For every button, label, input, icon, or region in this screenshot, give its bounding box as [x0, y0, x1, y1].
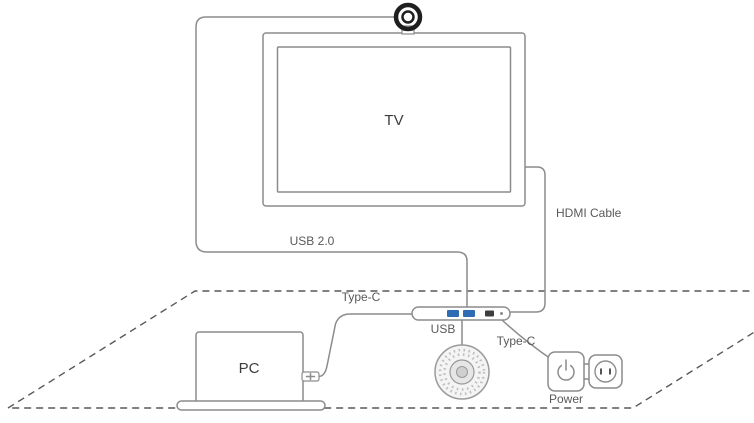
camera-icon — [393, 2, 423, 35]
type-c-cable-pc — [318, 313, 414, 378]
laptop-base — [176, 400, 326, 411]
speakerphone-grille-inner — [443, 353, 481, 391]
socket-body — [588, 354, 623, 389]
tv-screen — [276, 46, 512, 193]
usb-port-2 — [463, 310, 475, 317]
hub-led-dot — [500, 312, 503, 315]
hub-body — [411, 306, 511, 321]
usb-plug-mark — [305, 372, 316, 381]
laptop-icon: PC — [176, 331, 326, 411]
hdmi-label: HDMI Cable — [556, 206, 622, 220]
speakerphone-center — [456, 366, 468, 378]
usb-plug-icon — [301, 371, 320, 382]
usb2-cable — [195, 16, 468, 308]
power-label: Power — [549, 392, 583, 406]
type-c-power-label: Type-C — [497, 334, 536, 348]
usb-hub-icon — [411, 306, 511, 321]
tv-icon: TV — [262, 32, 526, 207]
usb-label: USB — [431, 322, 456, 336]
type-c-cable-power — [501, 319, 552, 360]
tv-label: TV — [384, 112, 403, 129]
power-adapter-icon — [547, 351, 585, 392]
type-c-pc-label: Type-C — [342, 290, 381, 304]
power-symbol-arc — [557, 364, 575, 381]
plug-prongs — [583, 363, 590, 380]
camera-lens-inner — [401, 10, 415, 24]
camera-lens-outer — [393, 2, 423, 32]
speakerphone-icon — [434, 344, 490, 400]
usb2-label: USB 2.0 — [290, 234, 335, 248]
pc-label: PC — [239, 360, 260, 377]
hdmi-cable — [510, 166, 546, 313]
hdmi-port — [485, 310, 494, 317]
usb-port-1 — [447, 310, 459, 317]
adapter-body — [547, 351, 585, 392]
speakerphone-grille-outer — [438, 348, 486, 396]
table-surface-outline — [5, 290, 754, 409]
socket-face — [594, 360, 617, 383]
wall-plug-icon — [588, 354, 623, 389]
